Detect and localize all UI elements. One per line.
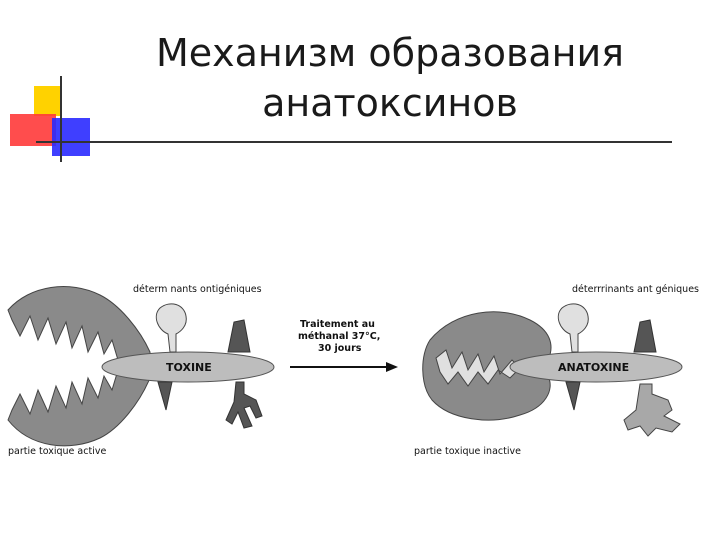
determinants-left-label: déterm nants ontigéniques: [133, 284, 262, 295]
decor-horizontal-line: [36, 141, 672, 143]
determinants-right-label: déterrrinants ant géniques: [572, 284, 699, 295]
title-line-1: Механизм образования: [155, 31, 625, 75]
treatment-line-3: 30 jours: [318, 343, 362, 354]
anatoxine-oval: [509, 351, 683, 383]
toxic-active-label: partie toxique active: [8, 446, 106, 457]
inactive-toxic-part: [422, 311, 552, 421]
treatment-line-1: Traitement au: [300, 319, 375, 330]
decor-yellow-square: [34, 86, 62, 116]
slide-title: Механизм образования анатоксинов: [110, 28, 670, 128]
title-line-2: анатоксинов: [262, 81, 518, 125]
determinant-light-left: [155, 303, 187, 353]
determinant-light-right: [557, 303, 589, 353]
treatment-box: [292, 316, 384, 356]
toxic-inactive-label: partie toxique inactive: [414, 446, 521, 457]
determinant-dark-upper-right: [633, 319, 657, 353]
determinant-dark-lower-left: [157, 381, 173, 411]
toxic-part-lower-jaw: [7, 369, 151, 447]
toxine-oval: [101, 351, 275, 383]
determinant-dark-lower-right: [565, 381, 581, 411]
treatment-line-2: méthanal 37°C,: [298, 331, 380, 342]
reaction-arrow-head: [386, 362, 398, 372]
determinant-blob-right: [623, 383, 681, 437]
determinant-fork-left: [225, 381, 263, 429]
decor-red-square: [10, 114, 56, 146]
toxin-diagram: TOXINE déterm nants ontigéniques partie …: [7, 284, 699, 457]
determinant-dark-upper-left: [227, 319, 251, 353]
toxic-part-upper-jaw: [7, 286, 151, 361]
decor-vertical-line: [60, 76, 62, 162]
toxine-label: TOXINE: [166, 361, 212, 374]
anatoxine-label: ANATOXINE: [558, 361, 629, 374]
decor-blue-square: [52, 118, 90, 156]
